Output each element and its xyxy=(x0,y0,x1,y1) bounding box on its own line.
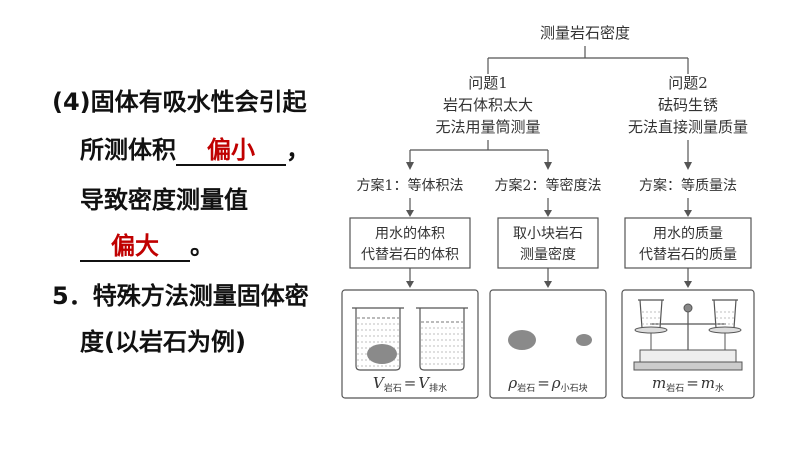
problem1-title: 问题1 xyxy=(468,74,508,92)
method3-line1: 用水的质量 xyxy=(653,226,723,242)
q4-line2-suffix: ， xyxy=(286,136,310,164)
method3-box xyxy=(624,217,752,269)
beaker-water-icon xyxy=(416,307,468,371)
method1-line1: 用水的体积 xyxy=(375,226,445,242)
formula1: V岩石=V排水 xyxy=(373,374,447,394)
large-rock-icon xyxy=(508,330,536,350)
method1-box xyxy=(349,217,471,269)
problem2-title: 问题2 xyxy=(668,74,708,92)
method3-line2: 代替岩石的质量 xyxy=(639,247,737,263)
formula3: m岩石=m水 xyxy=(652,374,724,394)
problem1-node: 问题1 岩石体积太大 无法用量筒测量 xyxy=(435,74,540,136)
formula2: ρ岩石=ρ小石块 xyxy=(507,374,587,394)
answer-blank-1: 偏小 xyxy=(176,136,286,166)
q4-line3: 导致密度测量值 xyxy=(80,186,248,214)
illustration2-box: ρ岩石=ρ小石块 xyxy=(489,289,607,399)
method1-line2: 代替岩石的体积 xyxy=(361,247,459,263)
q5-line1: 5．特殊方法测量固体密 xyxy=(52,282,309,310)
balance-scale-icon xyxy=(633,299,743,371)
root-label: 测量岩石密度 xyxy=(540,24,630,42)
plan2-label: 方案2：等密度法 xyxy=(495,177,602,194)
illustration1-box: V岩石=V排水 xyxy=(341,289,479,399)
q5-line2: 度(以岩石为例) xyxy=(80,328,246,356)
plan3-label: 方案：等质量法 xyxy=(639,177,737,194)
plan1-label: 方案1：等体积法 xyxy=(357,177,464,194)
method2-line1: 取小块岩石 xyxy=(513,226,583,242)
method2-box xyxy=(497,217,599,269)
problem1-line2: 无法用量筒测量 xyxy=(435,118,540,136)
problem2-line1: 砝码生锈 xyxy=(658,96,718,114)
q4-line2: 所测体积偏小， xyxy=(80,130,310,166)
q4-line1: (4)固体有吸水性会引起 xyxy=(52,88,307,116)
method2-line2: 测量密度 xyxy=(520,246,576,263)
q4-line4-suffix: 。 xyxy=(190,232,214,260)
problem2-node: 问题2 砝码生锈 无法直接测量质量 xyxy=(628,74,748,136)
q4-line4: 偏大。 xyxy=(80,226,214,262)
problem2-line2: 无法直接测量质量 xyxy=(628,118,748,136)
q4-line2-prefix: 所测体积 xyxy=(80,136,176,164)
answer-blank-2: 偏大 xyxy=(80,232,190,262)
beaker-with-rock-icon xyxy=(352,307,404,371)
illustration3-box: m岩石=m水 xyxy=(621,289,755,399)
problem1-line1: 岩石体积太大 xyxy=(443,96,533,114)
small-rock-icon xyxy=(576,334,592,346)
